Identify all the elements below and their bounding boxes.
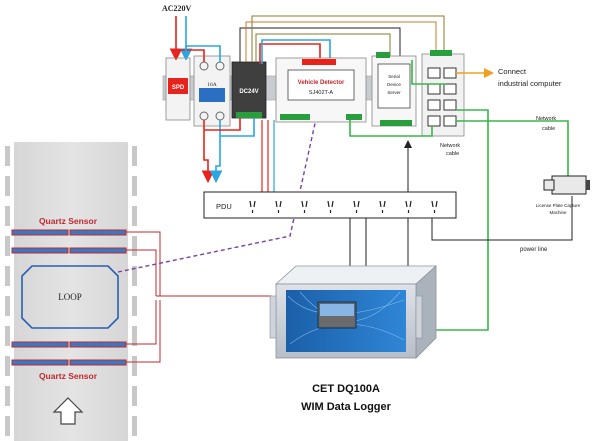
network-cables: [349, 60, 569, 331]
serial-server-line3: Server: [387, 90, 401, 95]
spd-module: [165, 57, 191, 121]
connect-label-line1: Connect: [498, 67, 527, 76]
vehicle-detector-title: Vehicle Detector: [298, 80, 345, 86]
license-plate-camera-icon: [543, 175, 590, 195]
logger-description: WIM Data Logger: [301, 401, 392, 413]
sensor-cables: [126, 231, 272, 363]
breaker-16a: [193, 55, 231, 127]
device-power-cables: [261, 120, 269, 192]
loop-detector-coil: [21, 265, 119, 329]
serial-device-server: [371, 52, 417, 127]
dc24v-power-supply: [231, 61, 267, 119]
power-wiring: [175, 39, 331, 184]
psu-label: DC24V: [239, 89, 258, 95]
quartz-sensor-top-label: Quartz Sensor: [39, 216, 98, 226]
network-cable-label-1-line2: cable: [446, 151, 459, 157]
road-edge-dashes-left: [5, 146, 10, 436]
connect-label-line2: industrial computer: [498, 79, 562, 88]
power-wiring-thin: [239, 15, 445, 62]
quartz-sensor-top: [11, 229, 127, 254]
loop-cable: [117, 109, 319, 273]
camera-label-line1: License Plate Capture: [536, 203, 581, 208]
pdu-output-cables: [349, 196, 573, 266]
vehicle-detector: [275, 57, 367, 123]
serial-server-line1: Serial: [388, 74, 400, 79]
ac-source-label: AC220V: [162, 4, 192, 13]
quartz-sensor-bottom-label: Quartz Sensor: [39, 371, 98, 381]
uplink-arrow-icon: [484, 68, 494, 78]
loop-label: LOOP: [58, 292, 82, 302]
power-line-label: power line: [520, 247, 548, 253]
pdu-strip: [203, 191, 457, 219]
pdu-label: PDU: [216, 202, 232, 211]
logger-name: CET DQ100A: [312, 383, 380, 395]
camera-label-line2: Machine: [549, 210, 567, 215]
road-edge-dashes-right: [132, 146, 137, 436]
serial-server-line2: Device: [387, 82, 401, 87]
network-cable-label-1-line1: Network: [440, 143, 460, 149]
breaker-label: 16A: [207, 82, 217, 88]
network-cable-label-2-line1: Network: [536, 116, 556, 122]
network-switch: [421, 50, 465, 137]
road: [5, 142, 137, 441]
network-cable-label-2-line2: cable: [542, 126, 555, 132]
vehicle-detector-model: SJ402T-A: [309, 90, 333, 96]
pdu-outlets: [249, 200, 438, 213]
wim-data-logger: [269, 265, 438, 359]
traffic-direction-arrow-icon: [52, 397, 84, 425]
spd-label: SPD: [172, 85, 185, 91]
